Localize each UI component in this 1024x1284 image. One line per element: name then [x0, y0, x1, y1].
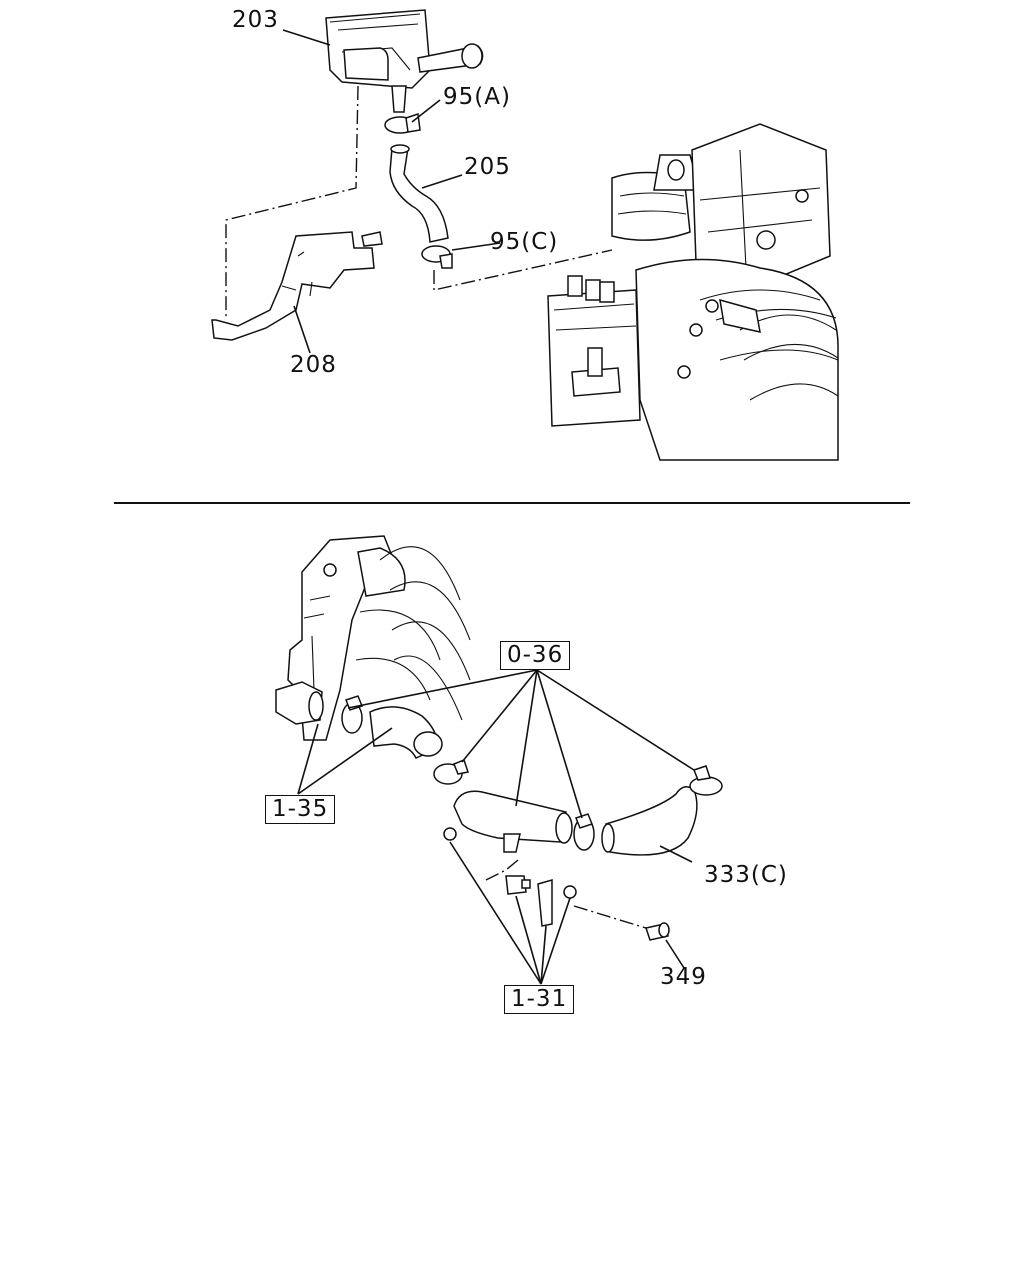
dashline-clamp-to-engine	[433, 249, 613, 291]
leader-208	[293, 305, 311, 354]
leader-036-c	[515, 669, 538, 807]
dashline-canister-to-bracket	[225, 85, 359, 320]
label-205: 205	[464, 154, 511, 180]
label-036: 0-36	[500, 641, 571, 670]
label-95a: 95(A)	[443, 84, 511, 110]
part-sensor	[505, 875, 531, 895]
leader-131-b	[515, 895, 542, 985]
leader-131-c	[540, 925, 547, 985]
part-95a-clamp	[384, 112, 421, 134]
leader-036-a	[347, 669, 538, 709]
leader-135-b	[297, 727, 393, 795]
part-washer	[443, 827, 457, 841]
part-349-bolt	[645, 922, 670, 941]
label-203: 203	[232, 7, 279, 33]
part-clamp-mid	[433, 759, 469, 785]
leader-203	[282, 29, 331, 46]
part-203-canister	[325, 9, 484, 113]
part-208-bracket	[211, 231, 383, 341]
leader-95a	[411, 99, 441, 123]
label-349: 349	[660, 964, 707, 990]
engine-assembly-top	[547, 123, 839, 461]
part-95c-clamp	[421, 245, 453, 269]
part-small-bracket	[537, 879, 577, 927]
part-intake-elbow	[369, 706, 443, 759]
leader-131-d	[540, 897, 571, 985]
leader-135-a	[297, 723, 319, 795]
leader-349	[665, 939, 685, 969]
part-205-hose	[389, 144, 449, 243]
leader-036-b	[461, 669, 538, 763]
part-clamp-far-right	[689, 765, 723, 796]
part-333c-hose	[601, 786, 698, 856]
label-208: 208	[290, 352, 337, 378]
part-clamp-left	[341, 695, 363, 734]
leader-333c	[659, 845, 693, 863]
label-135: 1-35	[265, 795, 336, 824]
leader-95c	[451, 242, 501, 251]
engine-assembly-bottom	[275, 535, 471, 741]
leader-131-a	[449, 841, 542, 985]
part-clamp-right	[573, 813, 595, 851]
leader-036-d	[536, 669, 583, 819]
leader-036-e	[536, 669, 695, 771]
dashline-bolt	[573, 905, 647, 929]
leader-205	[421, 174, 463, 189]
part-intake-pipe	[453, 790, 573, 853]
label-95c: 95(C)	[490, 229, 559, 255]
label-131: 1-31	[504, 985, 575, 1014]
dashline-sensor	[485, 859, 519, 881]
label-333c: 333(C)	[704, 862, 788, 888]
